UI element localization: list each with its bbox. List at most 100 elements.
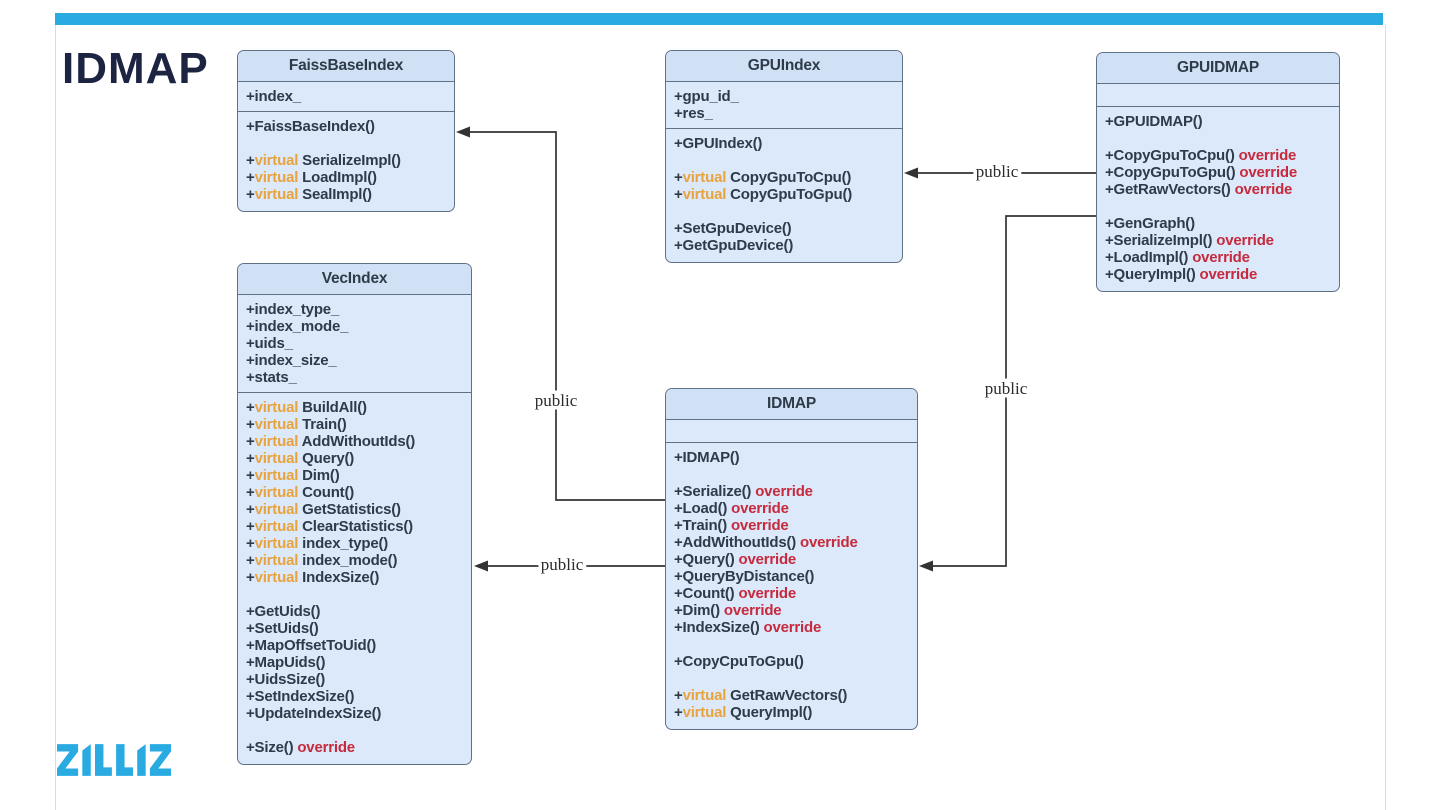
method-line: +virtual CopyGpuToCpu() xyxy=(674,169,852,186)
edge-idmap-to-faissbaseindex xyxy=(459,131,665,501)
spacer-line xyxy=(674,203,894,220)
class-attributes: +index_ xyxy=(238,82,454,112)
edge-gpuidmap-to-idmap xyxy=(922,215,1096,567)
method-line: +QueryImpl() override xyxy=(1105,266,1258,283)
method-line: +Query() override xyxy=(674,551,797,568)
attribute-line: +stats_ xyxy=(246,369,297,386)
method-line: +GPUIDMAP() xyxy=(1105,113,1203,130)
method-line: +virtual AddWithoutIds() xyxy=(246,433,416,450)
attribute-line: +index_size_ xyxy=(246,352,337,369)
method-line: +virtual SealImpl() xyxy=(246,186,372,203)
arrowhead-idmap-to-vecindex xyxy=(474,560,488,572)
class-methods: +GPUIDMAP() +CopyGpuToCpu() override+Cop… xyxy=(1097,107,1339,291)
arrowhead-idmap-to-faissbaseindex xyxy=(456,126,470,138)
method-line: +CopyGpuToCpu() override xyxy=(1105,147,1297,164)
arrowhead-gpuidmap-to-gpuindex xyxy=(904,167,918,179)
attribute-line: +res_ xyxy=(674,105,713,122)
method-line: +CopyGpuToGpu() override xyxy=(1105,164,1298,181)
class-node-vec-index[interactable]: VecIndex+index_type_+index_mode_+uids_+i… xyxy=(237,263,472,765)
attribute-line: +uids_ xyxy=(246,335,293,352)
spacer-line xyxy=(1105,198,1331,215)
method-line: +Count() override xyxy=(674,585,797,602)
class-title: VecIndex xyxy=(238,264,471,295)
method-line: +Dim() override xyxy=(674,602,782,619)
method-line: +virtual ClearStatistics() xyxy=(246,518,413,535)
spacer-line xyxy=(674,670,909,687)
class-node-idmap[interactable]: IDMAP +IDMAP() +Serialize() override+Load… xyxy=(665,388,918,730)
method-line: +SetIndexSize() xyxy=(246,688,355,705)
method-line: +virtual IndexSize() xyxy=(246,569,380,586)
method-line: +SetGpuDevice() xyxy=(674,220,792,237)
class-methods: +FaissBaseIndex() +virtual SerializeImpl… xyxy=(238,112,454,211)
method-line: +virtual Count() xyxy=(246,484,355,501)
method-line: +SetUids() xyxy=(246,620,319,637)
spacer-line xyxy=(246,586,463,603)
spacer-line xyxy=(246,135,446,152)
edge-label-idmap-to-faissbaseindex: public xyxy=(535,391,578,410)
method-line: +virtual CopyGpuToGpu() xyxy=(674,186,853,203)
method-line: +Serialize() override xyxy=(674,483,813,500)
method-line: +UpdateIndexSize() xyxy=(246,705,382,722)
arrowhead-gpuidmap-to-idmap xyxy=(919,560,933,572)
attribute-line: +index_type_ xyxy=(246,301,340,318)
method-line: +QueryByDistance() xyxy=(674,568,815,585)
method-line: +virtual LoadImpl() xyxy=(246,169,377,186)
class-methods: +IDMAP() +Serialize() override+Load() ov… xyxy=(666,443,917,729)
method-line: +virtual Dim() xyxy=(246,467,340,484)
method-line: +MapUids() xyxy=(246,654,326,671)
method-line: +Load() override xyxy=(674,500,789,517)
class-node-gpu-idmap[interactable]: GPUIDMAP +GPUIDMAP() +CopyGpuToCpu() over… xyxy=(1096,52,1340,292)
method-line: +virtual GetStatistics() xyxy=(246,501,401,518)
method-line: +IDMAP() xyxy=(674,449,740,466)
class-node-faiss-base-index[interactable]: FaissBaseIndex +index_ +FaissBaseIndex() +… xyxy=(237,50,455,212)
method-line: +virtual index_mode() xyxy=(246,552,398,569)
method-line: +virtual QueryImpl() xyxy=(674,704,813,721)
edge-label-gpuidmap-to-gpuindex: public xyxy=(976,162,1019,181)
method-line: +GetUids() xyxy=(246,603,321,620)
spacer-line xyxy=(1105,130,1331,147)
method-line: +virtual index_type() xyxy=(246,535,389,552)
attribute-line: +gpu_id_ xyxy=(674,88,739,105)
class-methods: +GPUIndex() +virtual CopyGpuToCpu()+virt… xyxy=(666,129,902,262)
page-title: IDMAP xyxy=(62,44,209,93)
method-line: +Size() override xyxy=(246,739,355,756)
attribute-line: +index_mode_ xyxy=(246,318,349,335)
class-methods: +virtual BuildAll()+virtual Train()+virt… xyxy=(238,393,471,764)
method-line: +FaissBaseIndex() xyxy=(246,118,375,135)
edge-label-idmap-to-vecindex: public xyxy=(541,555,584,574)
method-line: +GetGpuDevice() xyxy=(674,237,794,254)
zilliz-logo xyxy=(57,744,171,776)
method-line: +GPUIndex() xyxy=(674,135,763,152)
zilliz-logo-glyphs xyxy=(57,744,171,776)
method-line: +virtual BuildAll() xyxy=(246,399,367,416)
class-node-gpu-index[interactable]: GPUIndex+gpu_id_+res_+GPUIndex() +virtua… xyxy=(665,50,903,263)
method-line: +LoadImpl() override xyxy=(1105,249,1250,266)
method-line: +UidsSize() xyxy=(246,671,326,688)
class-title: GPUIndex xyxy=(666,51,902,82)
top-accent-bar xyxy=(55,13,1383,25)
method-line: +virtual GetRawVectors() xyxy=(674,687,848,704)
method-line: +virtual Query() xyxy=(246,450,355,467)
spacer-line xyxy=(674,152,894,169)
method-line: +virtual SerializeImpl() xyxy=(246,152,401,169)
edge-label-gpuidmap-to-idmap: public xyxy=(985,379,1028,398)
method-line: +virtual Train() xyxy=(246,416,347,433)
method-line: +IndexSize() override xyxy=(674,619,822,636)
method-line: +CopyCpuToGpu() xyxy=(674,653,804,670)
class-title: GPUIDMAP xyxy=(1097,53,1339,84)
method-line: +MapOffsetToUid() xyxy=(246,637,377,654)
class-attributes xyxy=(666,420,917,443)
spacer-line xyxy=(246,722,463,739)
method-line: +GetRawVectors() override xyxy=(1105,181,1293,198)
method-line: +Train() override xyxy=(674,517,789,534)
spacer-line xyxy=(674,466,909,483)
class-title: IDMAP xyxy=(666,389,917,420)
attribute-line: +index_ xyxy=(246,88,301,105)
class-attributes: +gpu_id_+res_ xyxy=(666,82,902,129)
class-title: FaissBaseIndex xyxy=(238,51,454,82)
class-attributes: +index_type_+index_mode_+uids_+index_siz… xyxy=(238,295,471,393)
spacer-line xyxy=(674,636,909,653)
class-attributes xyxy=(1097,84,1339,107)
method-line: +SerializeImpl() override xyxy=(1105,232,1274,249)
